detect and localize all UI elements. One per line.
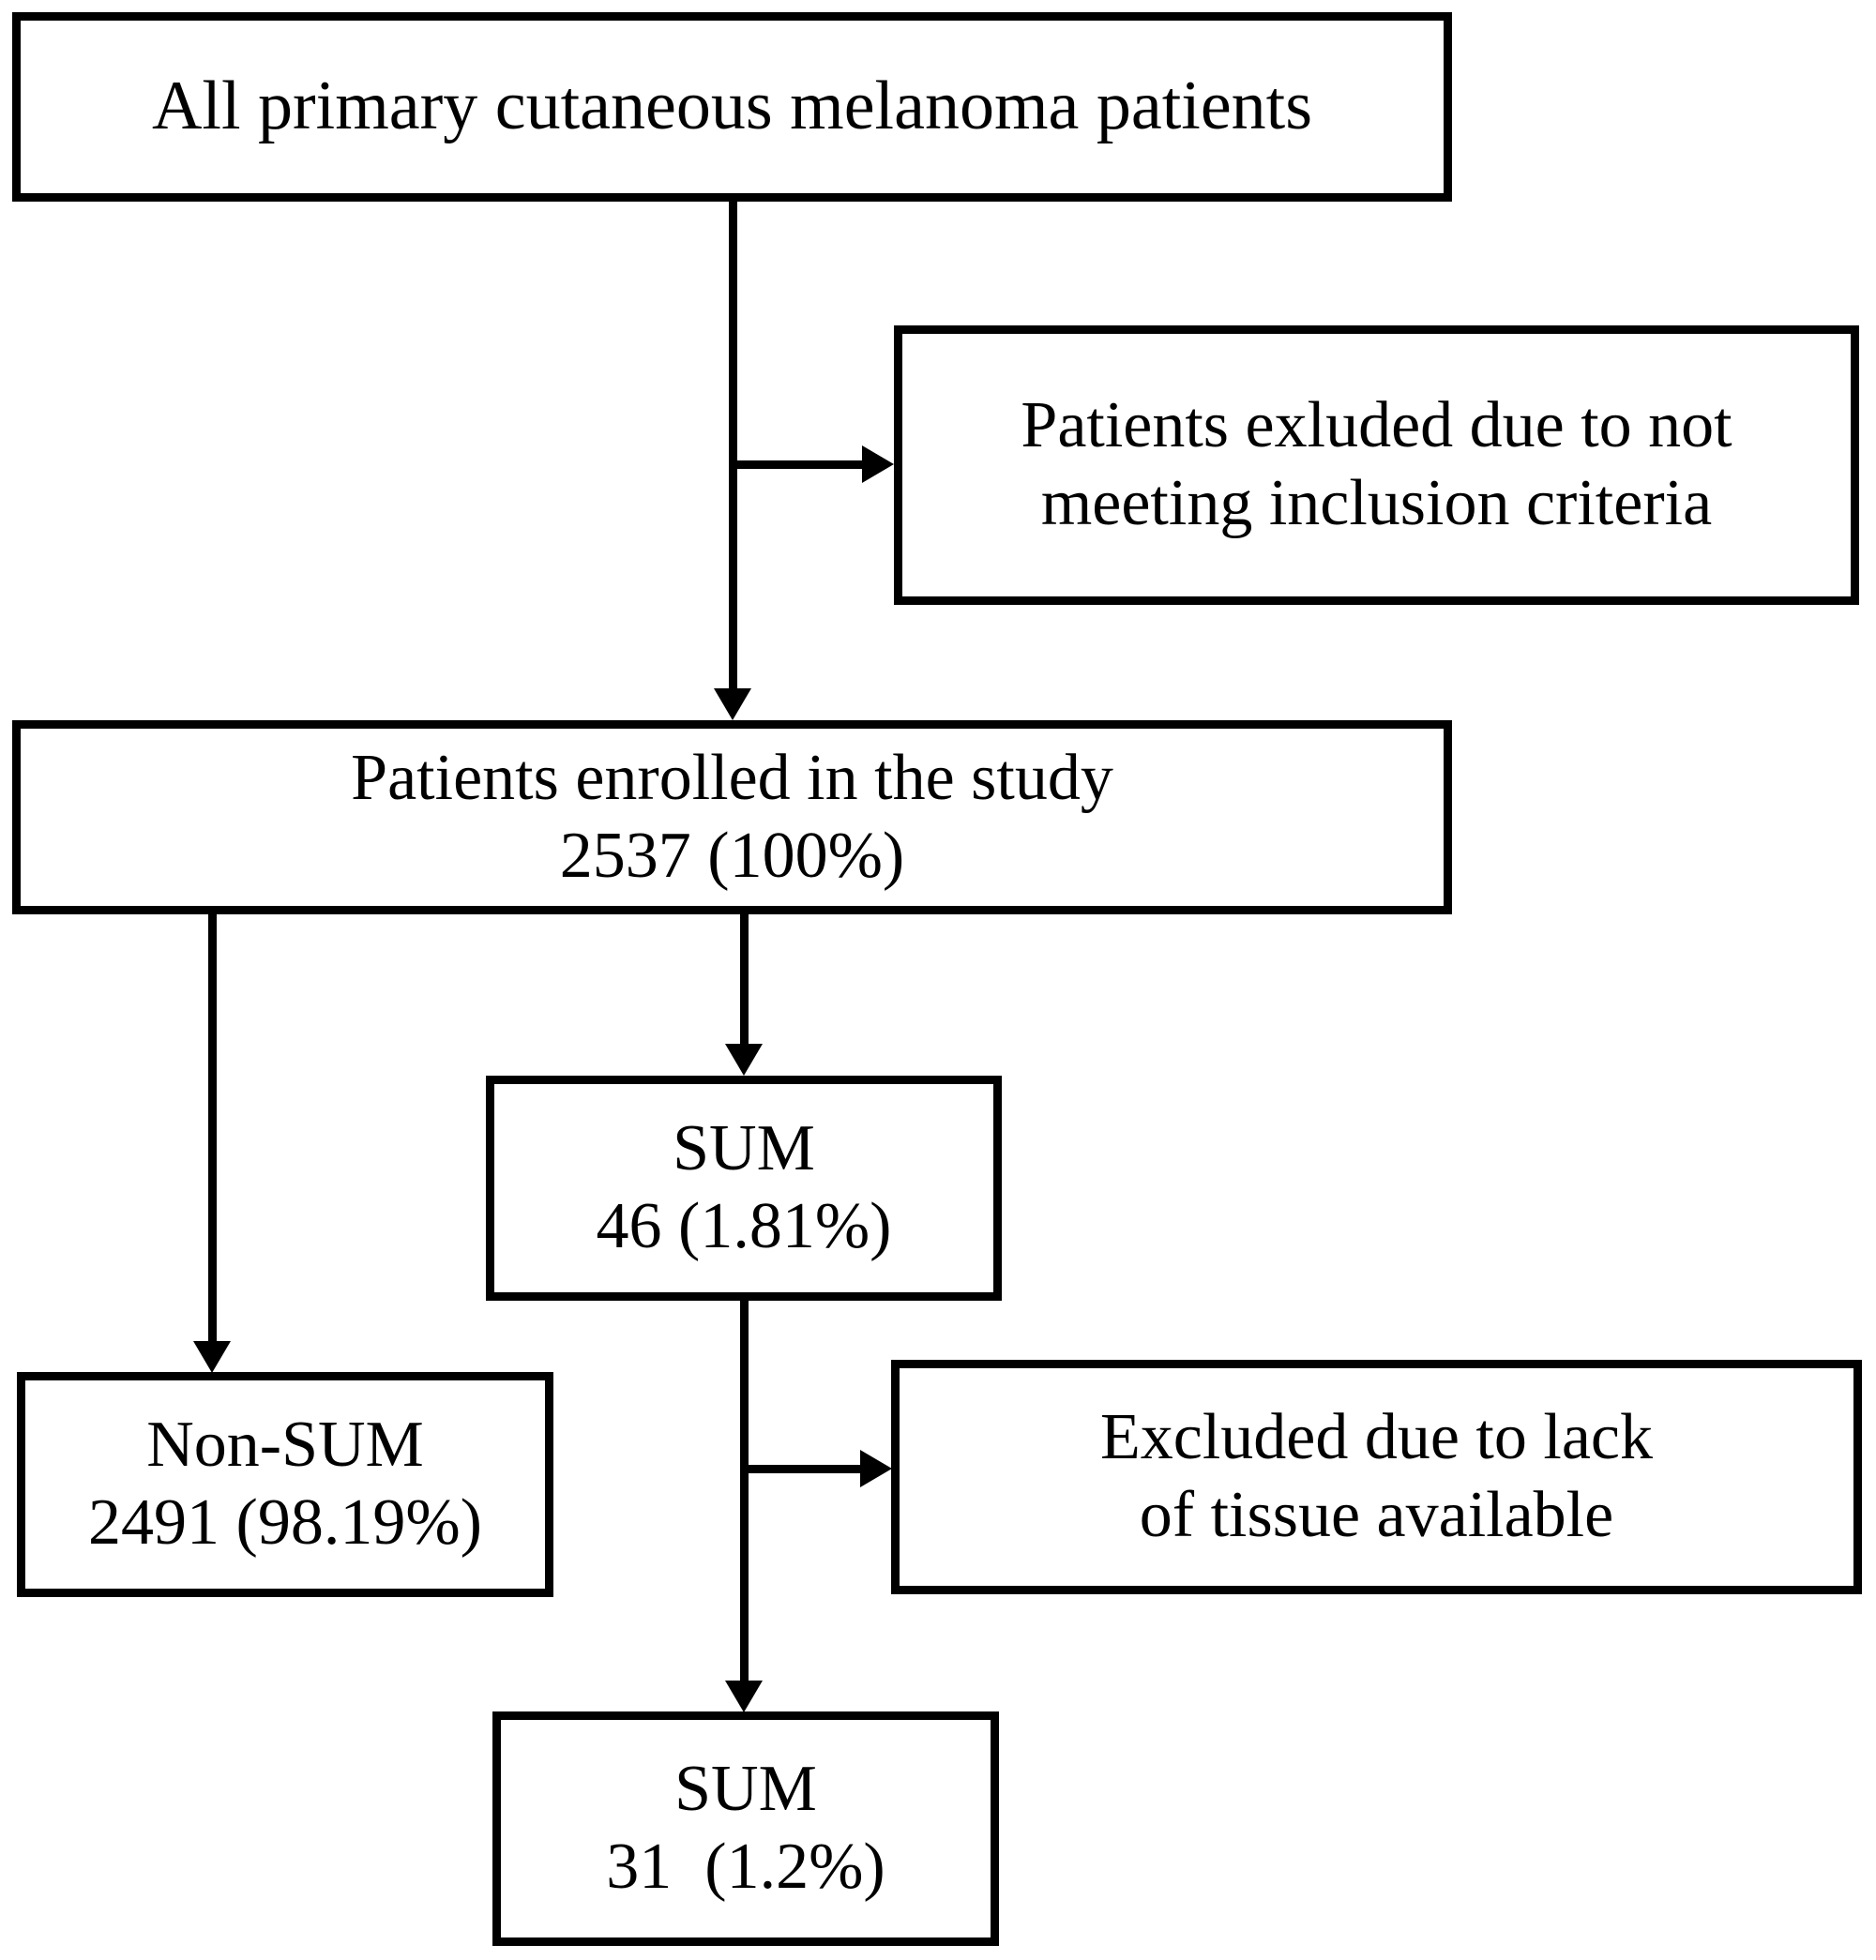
node-sum-46: SUM 46 (1.81%) <box>486 1076 1002 1301</box>
arrowhead-all-patients-to-enrolled <box>714 688 751 720</box>
arrowhead-enrolled-to-nonsum <box>193 1341 231 1373</box>
node-excluded-criteria: Patients exluded due to not meeting incl… <box>894 325 1859 605</box>
node-non-sum-line2: 2491 (98.19%) <box>88 1486 482 1559</box>
arrowhead-to-excluded-tissue <box>860 1450 892 1487</box>
connector-to-excluded-tissue <box>744 1465 860 1473</box>
node-excluded-tissue-line1: Excluded due to lack <box>1100 1401 1653 1474</box>
node-sum-46-line1: SUM <box>673 1112 815 1185</box>
node-all-patients-line1: All primary cutaneous melanoma patients <box>151 68 1313 145</box>
node-excluded-tissue-line2: of tissue available <box>1139 1479 1614 1551</box>
node-excluded-criteria-line1: Patients exluded due to not <box>1021 389 1732 462</box>
connector-enrolled-to-sum46 <box>740 914 749 1044</box>
node-excluded-criteria-line2: meeting inclusion criteria <box>1040 467 1713 539</box>
connector-to-excluded-criteria <box>733 460 862 469</box>
node-sum-46-line2: 46 (1.81%) <box>596 1190 892 1262</box>
node-non-sum-line1: Non-SUM <box>146 1409 424 1482</box>
node-enrolled-line1: Patients enrolled in the study <box>351 741 1113 814</box>
arrowhead-sum46-to-sum31 <box>725 1681 763 1712</box>
node-sum-31-line2: 31 (1.2%) <box>606 1831 885 1903</box>
connector-sum46-to-sum31 <box>740 1301 749 1681</box>
node-all-patients: All primary cutaneous melanoma patients <box>12 12 1452 202</box>
node-sum-31: SUM 31 (1.2%) <box>492 1711 999 1946</box>
node-enrolled: Patients enrolled in the study 2537 (100… <box>12 720 1452 914</box>
node-non-sum: Non-SUM 2491 (98.19%) <box>17 1372 553 1597</box>
connector-all-patients-to-enrolled <box>729 202 737 688</box>
node-excluded-tissue: Excluded due to lack of tissue available <box>891 1360 1862 1594</box>
connector-enrolled-to-nonsum <box>208 914 217 1341</box>
node-sum-31-line1: SUM <box>674 1753 817 1826</box>
arrowhead-enrolled-to-sum46 <box>725 1044 763 1076</box>
node-enrolled-line2: 2537 (100%) <box>559 819 905 892</box>
arrowhead-to-excluded-criteria <box>862 445 894 483</box>
